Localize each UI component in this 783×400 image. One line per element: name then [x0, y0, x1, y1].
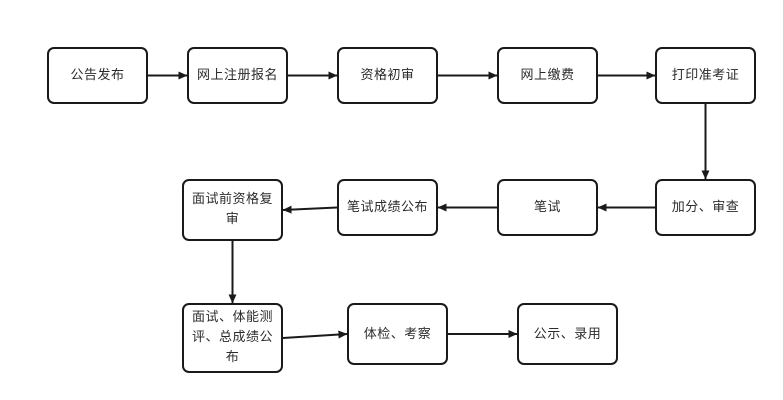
- flow-node-label: 面试前资格复审: [191, 192, 273, 227]
- flow-node-label: 公示、录用: [533, 326, 602, 342]
- flow-node-n8[interactable]: 笔试成绩公布: [337, 179, 438, 236]
- flow-node-n4[interactable]: 网上缴费: [497, 47, 598, 104]
- flow-node-label: 面试、体能测评、总成绩公布: [191, 310, 273, 365]
- flow-node-n1[interactable]: 公告发布: [47, 47, 148, 104]
- flow-node-label: 公告发布: [70, 68, 125, 83]
- flow-node-label: 打印准考证: [671, 68, 740, 83]
- flow-edge-n10-to-n11: [282, 330, 348, 339]
- flow-node-label: 网上缴费: [520, 68, 575, 83]
- flow-node-label: 体检、考察: [363, 326, 432, 342]
- flow-node-n6[interactable]: 加分、审查: [655, 179, 756, 236]
- flow-node-n7[interactable]: 笔试: [497, 179, 598, 236]
- flow-edge-n8-to-n9: [282, 205, 338, 214]
- flow-node-n10[interactable]: 面试、体能测评、总成绩公布: [182, 303, 283, 373]
- flow-node-label: 网上注册报名: [196, 68, 278, 83]
- flow-node-n12[interactable]: 公示、录用: [517, 303, 618, 365]
- flow-node-n2[interactable]: 网上注册报名: [187, 47, 288, 104]
- flow-node-label: 笔试成绩公布: [346, 200, 428, 215]
- flow-node-n5[interactable]: 打印准考证: [655, 47, 756, 104]
- flow-node-label: 笔试: [533, 200, 561, 215]
- flow-node-label: 加分、审查: [671, 200, 740, 215]
- flow-node-n3[interactable]: 资格初审: [337, 47, 438, 104]
- flow-node-label: 资格初审: [360, 68, 415, 83]
- flow-node-n11[interactable]: 体检、考察: [347, 303, 448, 365]
- flow-node-n9[interactable]: 面试前资格复审: [182, 179, 283, 241]
